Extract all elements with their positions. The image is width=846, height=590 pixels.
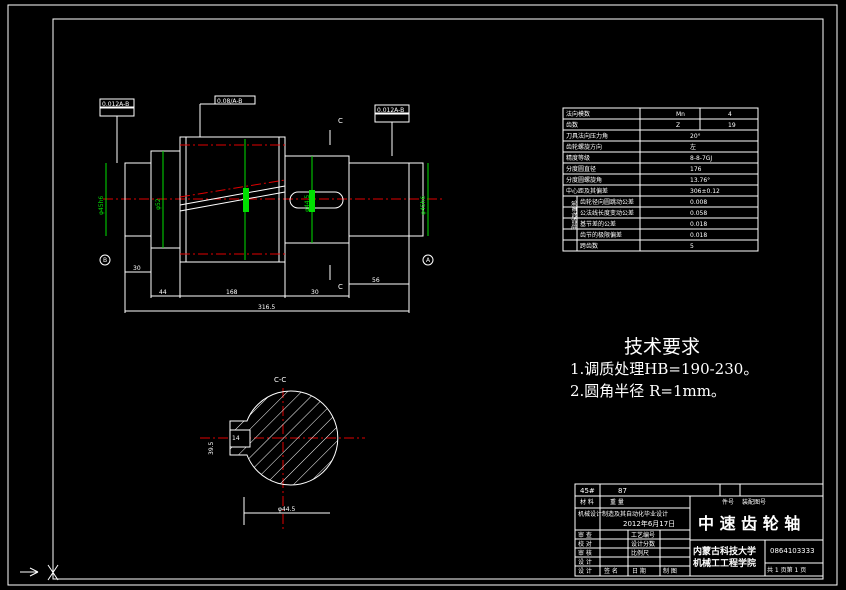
shaft-front-view: φ45h6 φ52 φ45h6 φ44.5 30 44 168 30 56 31… bbox=[98, 95, 445, 313]
param-label: 法向模数 bbox=[566, 110, 590, 118]
param-value: 0.018 bbox=[690, 221, 707, 228]
dia-right-label: φ45h6 bbox=[420, 196, 427, 215]
param-label: 齿轮螺旋方向 bbox=[566, 143, 602, 151]
param-label: 公法线长度变动公差 bbox=[580, 209, 634, 217]
section-title: C-C bbox=[274, 376, 286, 384]
param-label: 齿数 bbox=[566, 121, 578, 129]
tol-right-top: 0.012A-B bbox=[377, 107, 404, 114]
page-count: 共 1 页第 1 页 bbox=[767, 566, 806, 574]
drawing-no: 0864103333 bbox=[770, 547, 815, 555]
school-line2: 机械工工程学院 bbox=[693, 557, 756, 569]
param-value: 176 bbox=[690, 166, 702, 173]
section-mark-top: C bbox=[338, 117, 343, 125]
inner-frame bbox=[52, 18, 824, 580]
assembly-no-label: 装配图号 bbox=[742, 498, 766, 506]
scale-label: 件号 bbox=[722, 498, 734, 506]
part-name: 中 速 齿 轮 轴 bbox=[698, 514, 800, 533]
qty: 87 bbox=[618, 487, 627, 495]
param-symbol: Z bbox=[676, 122, 680, 129]
section-c-c-view: C-C φ44.5 39.5 14 bbox=[200, 376, 365, 530]
footer-2: 签 名 bbox=[604, 567, 618, 575]
param-value: 19 bbox=[728, 122, 736, 129]
drawing-date: 2012年6月17日 bbox=[623, 519, 675, 528]
param-label: 刀具法向压力角 bbox=[566, 132, 608, 140]
mat-label: 材 料 bbox=[580, 498, 594, 506]
keyway-label: 14 bbox=[232, 435, 240, 442]
section-circle bbox=[229, 390, 339, 486]
ucs-icon bbox=[20, 564, 59, 581]
role-3: 审 核 bbox=[578, 549, 592, 557]
param-label: 中心距及其偏差 bbox=[566, 187, 608, 195]
col-2: 设计分数 bbox=[631, 540, 655, 548]
tech-req-item-1: 1.调质处理HB=190-230。 bbox=[570, 360, 759, 378]
footer-3: 日 期 bbox=[632, 567, 646, 575]
param-label: 分度圆直径 bbox=[566, 165, 596, 173]
material-code: 45# bbox=[580, 487, 595, 495]
dim-2: 44 bbox=[159, 289, 167, 296]
role-1: 审 查 bbox=[578, 531, 592, 539]
dia-left-label: φ45h6 bbox=[98, 196, 105, 215]
param-side-label: 误差检验组 bbox=[570, 200, 578, 230]
param-label: 分度圆螺旋角 bbox=[566, 176, 602, 184]
param-symbol: Mn bbox=[676, 111, 685, 118]
param-label: 跨齿数 bbox=[580, 242, 598, 250]
dia-mid-label: φ52 bbox=[155, 198, 162, 210]
dim-3: 168 bbox=[226, 289, 238, 296]
role-4: 设 计 bbox=[578, 558, 592, 566]
title-block: 45# 87 材 料 重 量 件号 装配图号 机械设计制造及其自动化毕业设计 2… bbox=[574, 483, 824, 577]
param-value: 8-8-7GJ bbox=[690, 155, 712, 162]
footer-4: 制 图 bbox=[663, 567, 677, 575]
key-depth-label: 39.5 bbox=[208, 441, 215, 455]
param-label: 齿轮径向圆跳动公差 bbox=[580, 198, 634, 206]
section-mark-bottom: C bbox=[338, 283, 343, 291]
dim-5: 56 bbox=[372, 277, 380, 284]
param-value: 0.058 bbox=[690, 210, 707, 217]
param-value: 0.018 bbox=[690, 232, 707, 239]
weight-label: 重 量 bbox=[610, 498, 624, 506]
param-value: 0.008 bbox=[690, 199, 707, 206]
project-name: 机械设计制造及其自动化毕业设计 bbox=[578, 510, 668, 518]
param-value: 5 bbox=[690, 243, 694, 250]
key-width-label: φ44.5 bbox=[278, 506, 296, 513]
dim-1: 30 bbox=[133, 265, 141, 272]
tol-gear-top: 0.08/A-B bbox=[217, 98, 242, 105]
param-label: 齿节的极限偏差 bbox=[580, 231, 622, 239]
datum-right: A bbox=[426, 257, 431, 264]
dim-4: 30 bbox=[311, 289, 319, 296]
footer-1: 设 计 bbox=[578, 567, 592, 575]
param-value: 左 bbox=[690, 143, 696, 151]
tech-requirements-title: 技术要求 bbox=[624, 336, 701, 358]
col-1: 工艺编号 bbox=[631, 531, 655, 539]
tol-left-top: 0.012A-B bbox=[102, 101, 129, 108]
col-3: 比例尺 bbox=[631, 549, 649, 557]
param-value: 13.76° bbox=[690, 177, 710, 184]
key-dia-label: φ44.5 bbox=[304, 195, 311, 213]
param-label: 基节差的公差 bbox=[580, 220, 616, 228]
outer-frame bbox=[7, 4, 838, 586]
datum-left: B bbox=[103, 257, 107, 264]
tech-req-item-2: 2.圆角半径 R=1mm。 bbox=[570, 382, 726, 400]
param-label: 精度等级 bbox=[566, 154, 590, 162]
param-value: 4 bbox=[728, 111, 732, 118]
param-value: 20° bbox=[690, 133, 701, 140]
school-line1: 内蒙古科技大学 bbox=[693, 545, 756, 557]
param-value: 306±0.12 bbox=[690, 188, 720, 195]
role-2: 校 对 bbox=[578, 540, 592, 548]
dim-overall: 316.5 bbox=[258, 304, 275, 311]
